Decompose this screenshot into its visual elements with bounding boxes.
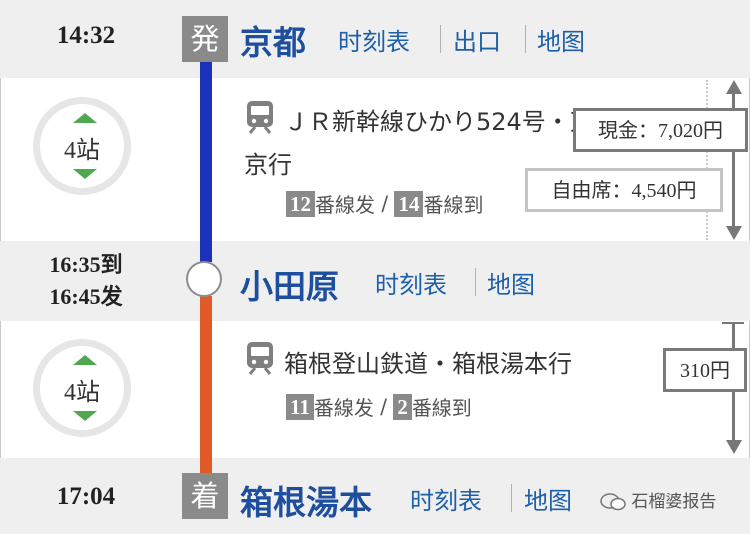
shinkansen-route-line <box>200 60 212 262</box>
watermark-text: 石榴婆报告 <box>631 492 717 512</box>
chevron-up-icon <box>73 355 97 365</box>
arrival-station-hakone-yumoto[interactable]: 箱根湯本 <box>240 483 372 522</box>
kyoto-timetable-link[interactable]: 时刻表 <box>338 28 410 56</box>
stop-count-toggle-1[interactable]: 4站 <box>33 97 131 195</box>
arrival-band <box>0 458 750 534</box>
fare-range-line <box>732 92 735 228</box>
transfer-times: 16:35到 16:45发 <box>0 249 172 313</box>
link-divider <box>511 484 512 512</box>
train-icon <box>247 342 273 375</box>
departure-station-kyoto[interactable]: 京都 <box>240 23 306 62</box>
hakone-yumoto-map-link[interactable]: 地图 <box>524 487 572 515</box>
wechat-icon <box>600 493 626 511</box>
stop-count-1: 4站 <box>64 138 100 164</box>
departure-badge: 発 <box>182 16 228 62</box>
train-name-hakone[interactable]: 箱根登山鉄道・箱根湯本行 <box>284 350 572 378</box>
arrival-time: 17:04 <box>56 483 116 510</box>
transfer-station-odawara[interactable]: 小田原 <box>240 267 339 306</box>
transfer-band <box>0 241 750 321</box>
fare-range-arrow-down-icon <box>726 226 742 240</box>
chevron-down-icon <box>73 411 97 421</box>
fare-range-top-tick <box>722 322 744 324</box>
train-name-line1[interactable]: ＪＲ新幹線ひかり524号・東 <box>284 108 594 136</box>
odawara-map-link[interactable]: 地图 <box>487 271 535 299</box>
departure-band <box>0 0 750 78</box>
kyoto-exit-link[interactable]: 出口 <box>453 28 501 56</box>
cash-fare-box: 現金：7,020円 <box>573 108 748 152</box>
hakone-fare-box: 310円 <box>663 348 747 392</box>
train-name-line2: 京行 <box>244 151 292 179</box>
stop-count-toggle-2[interactable]: 4站 <box>33 339 131 437</box>
kyoto-map-link[interactable]: 地图 <box>537 28 585 56</box>
depart-platform-number: 12 <box>286 190 315 217</box>
transfer-depart-time: 16:45发 <box>49 284 123 309</box>
transfer-arrive-time: 16:35到 <box>49 252 123 277</box>
arrive-platform-number: 14 <box>394 190 424 217</box>
hakone-route-line <box>200 296 212 476</box>
depart-platform-number: 11 <box>286 393 314 420</box>
fare-range-arrow-down-icon <box>726 440 742 454</box>
link-divider <box>440 25 441 53</box>
hakone-yumoto-timetable-link[interactable]: 时刻表 <box>410 487 482 515</box>
arrive-platform-number: 2 <box>393 393 412 420</box>
chevron-up-icon <box>73 113 97 123</box>
chevron-down-icon <box>73 169 97 179</box>
link-divider <box>475 268 476 296</box>
link-divider <box>525 25 526 53</box>
arrival-badge: 着 <box>182 473 228 519</box>
stop-count-2: 4站 <box>64 380 100 406</box>
odawara-timetable-link[interactable]: 时刻表 <box>375 271 447 299</box>
non-reserved-fare-box: 自由席：4,540円 <box>525 168 723 212</box>
fare-range-arrow-up-icon <box>726 80 742 94</box>
departure-time: 14:32 <box>56 22 116 49</box>
fare-range-dotted <box>706 80 708 240</box>
transfer-node <box>186 261 222 297</box>
watermark: 石榴婆报告 <box>600 487 716 512</box>
train-icon <box>247 101 273 134</box>
